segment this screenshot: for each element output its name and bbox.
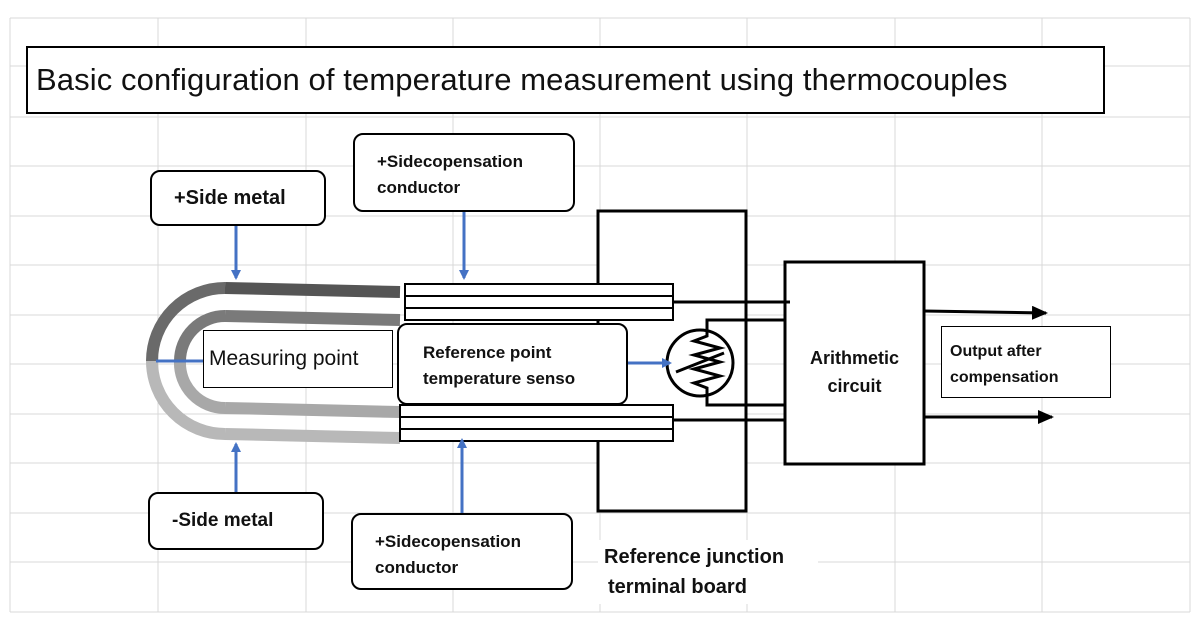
compensation-conductor-bottom xyxy=(399,404,674,442)
ref-sensor-label: Reference point temperature senso xyxy=(397,323,628,405)
arithmetic-circuit-label: Arithmetic circuit xyxy=(785,344,924,400)
terminal-board-line2: terminal board xyxy=(608,576,747,598)
plus-comp-conductor-bottom-label: +Sidecopensation conductor xyxy=(351,513,573,590)
plus-side-metal-label: +Side metal xyxy=(150,170,326,226)
measuring-point-text: Measuring point xyxy=(209,347,359,370)
output-arrows xyxy=(923,305,1054,424)
u-inner-bottom xyxy=(173,360,226,415)
arithmetic-line1: Arithmetic xyxy=(809,348,899,368)
arithmetic-line2: circuit xyxy=(827,376,882,396)
terminal-board-line1: Reference junction xyxy=(604,546,785,568)
ref-sensor-line2: temperature senso xyxy=(423,369,576,388)
minus-side-metal-text: -Side metal xyxy=(172,510,274,531)
wiring xyxy=(673,300,790,422)
u-outer-bottom xyxy=(146,360,226,440)
plus-comp-conductor-top-label: +Sidecopensation conductor xyxy=(353,133,575,212)
minus-metal-outer xyxy=(224,428,401,444)
minus-metal-inner xyxy=(224,402,401,418)
output-label: Output after compensation xyxy=(941,326,1111,398)
plus-side-metal-text: +Side metal xyxy=(174,187,286,209)
plus-comp-top-line1: +Sidecopensation xyxy=(377,152,523,171)
u-outer-top xyxy=(146,282,226,362)
plus-comp-bottom-line2: conductor xyxy=(375,558,459,577)
output-line2: compensation xyxy=(950,369,1059,386)
plus-comp-top-line2: conductor xyxy=(377,178,461,197)
arithmetic-circuit-box xyxy=(783,260,926,466)
page-title: Basic configuration of temperature measu… xyxy=(26,46,1105,114)
plus-metal-outer xyxy=(224,282,401,298)
resistor-in-circle-icon xyxy=(665,328,735,398)
plus-comp-bottom-line1: +Sidecopensation xyxy=(375,532,521,551)
plus-metal-inner xyxy=(224,310,401,326)
measuring-point-label: Measuring point xyxy=(203,330,393,388)
blue-arrows xyxy=(231,212,672,513)
terminal-board-label: Reference junction terminal board xyxy=(598,540,818,604)
u-inner-top xyxy=(174,310,226,362)
ref-sensor-line1: Reference point xyxy=(423,343,552,362)
output-line1: Output after xyxy=(950,343,1042,360)
compensation-conductor-top xyxy=(404,283,674,321)
thermocouple-metals xyxy=(146,282,401,444)
minus-side-metal-label: -Side metal xyxy=(148,492,324,550)
